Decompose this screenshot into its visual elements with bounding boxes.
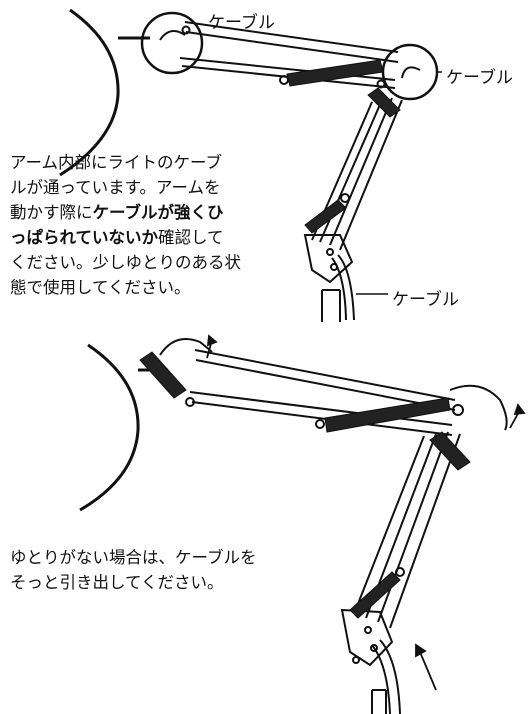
base-bracket-top [303, 234, 354, 284]
arrow-icon [415, 643, 427, 658]
base-cable-bottom [379, 639, 401, 714]
top-springs [286, 59, 401, 234]
pull-arrows [206, 334, 526, 691]
cable-label-top: ケーブル [208, 13, 275, 33]
instruction-bottom-line: ゆとりがない場合は、ケーブルを [10, 548, 257, 567]
instruction-top-line: ください。少しゆとりのある状 [10, 253, 241, 272]
instruction-top-line: 態で使用してください。 [10, 278, 191, 297]
arrow-icon [513, 403, 526, 416]
instruction-top-line: っぱられていないか確認して [10, 225, 300, 250]
instruction-bold-text: ケーブルが強くひ [92, 203, 224, 222]
cable-magnifier-right [381, 43, 439, 101]
instruction-bottom: ゆとりがない場合は、ケーブルを そっと引き出してください。 [10, 545, 310, 595]
base-cable-top [337, 254, 355, 321]
upper-arm-bar-bottom [194, 349, 456, 401]
bottom-lamp-illustration [79, 338, 508, 714]
lower-arm-bar-bottom [377, 431, 449, 623]
instruction-text: 動かす際に [10, 203, 93, 222]
upper-arm-bar [184, 21, 399, 53]
cable-label-base: ケーブル [392, 290, 459, 310]
instruction-text: 確認して [158, 228, 224, 247]
cable-magnifier-top [140, 11, 204, 75]
cable-loop-bottom-left [159, 338, 213, 356]
instruction-bold-text: っぱられていないか [10, 228, 159, 247]
instruction-top-line: 動かす際にケーブルが強くひ [10, 200, 300, 225]
lamp-head-bottom [79, 343, 140, 512]
base-bracket-bottom [340, 608, 394, 667]
instruction-top-line: アーム内部にライトのケーブ [10, 153, 223, 172]
instruction-top-line: ルが通っています。アームを [10, 178, 221, 197]
cable-label-right: ケーブル [446, 68, 513, 88]
instruction-top: アーム内部にライトのケーブ ルが通っています。アームを 動かす際にケーブルが強く… [10, 150, 300, 300]
arrow-icon [206, 334, 218, 347]
bottom-springs [139, 351, 471, 619]
lower-arm-bar [329, 97, 393, 246]
instruction-bottom-line: そっと引き出してください。 [10, 573, 224, 592]
cable-loop-bottom-right [449, 384, 508, 431]
lamp-head-top [59, 8, 120, 177]
